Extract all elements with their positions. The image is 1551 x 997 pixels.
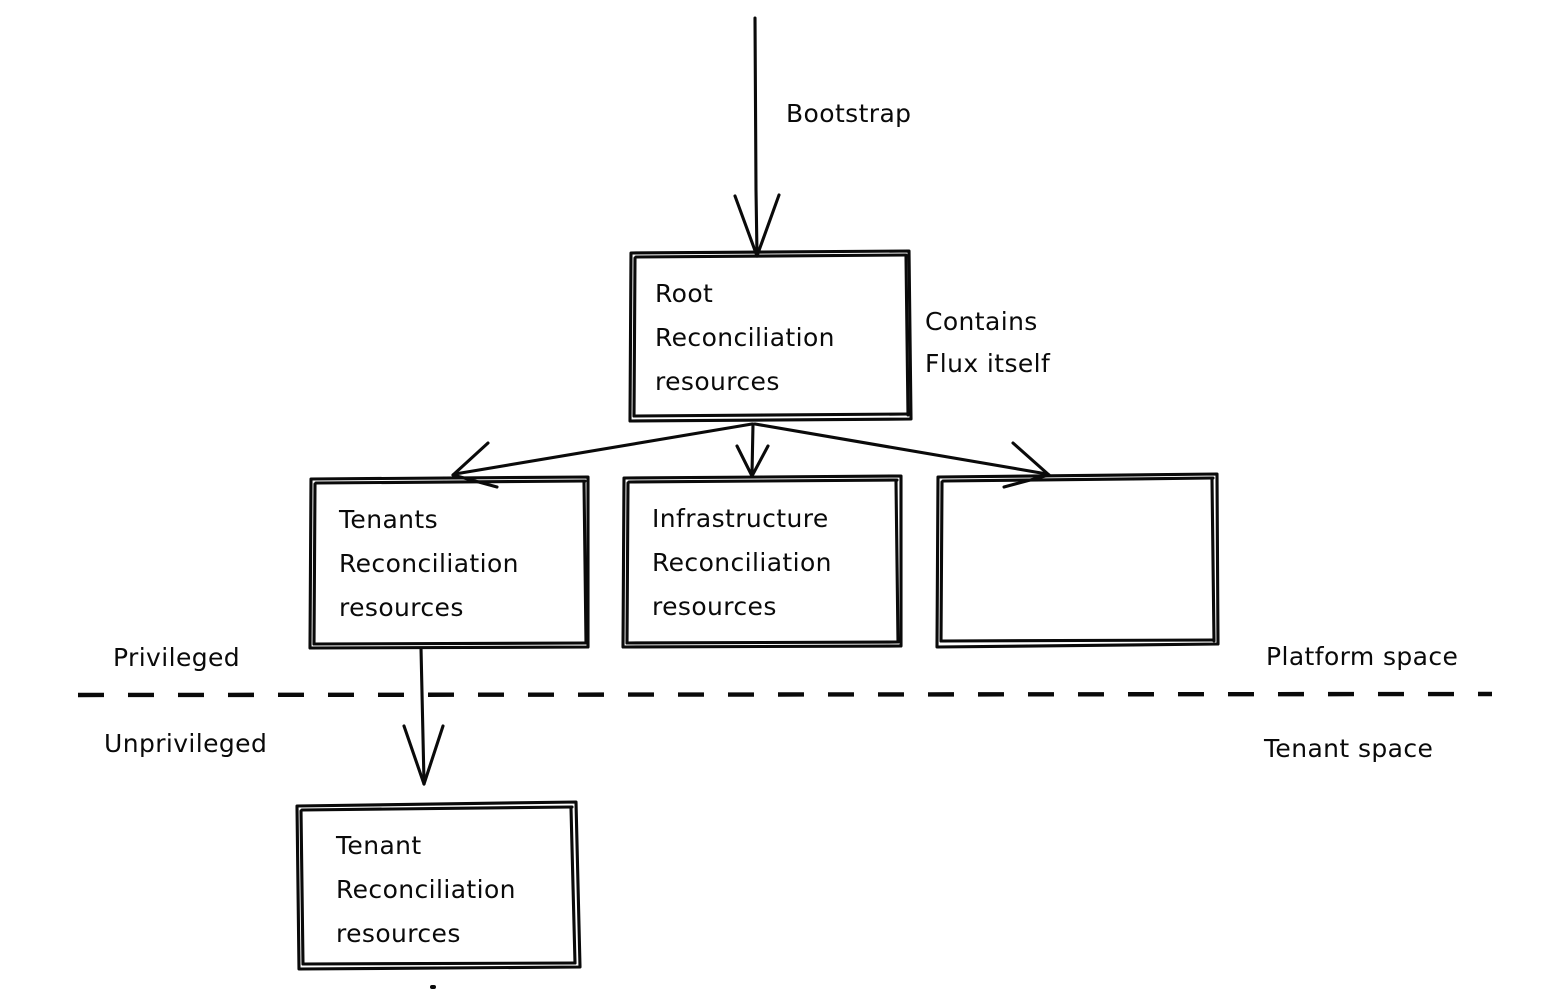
tenant-box-outline [295,800,582,971]
bootstrap-arrow [733,16,781,258]
platform-space-label: Platform space [1266,642,1459,671]
tenant-space-label: Tenant space [1264,734,1434,763]
root-box-outline [628,249,913,423]
contains-flux-annotation: Contains Flux itself [925,307,1051,378]
tenants-to-tenant-arrow [402,646,445,786]
privilege-boundary-dashed-line [77,691,1493,698]
tenants-box-outline [308,475,590,650]
infrastructure-box-outline [621,474,903,649]
unlabeled-box-outline [935,472,1220,649]
unprivileged-label: Unprivileged [104,729,268,758]
root-node[interactable] [630,251,911,421]
unlabeled-node[interactable] [937,474,1218,647]
tenants-node[interactable] [310,477,588,648]
bootstrap-label: Bootstrap [786,99,912,128]
root-to-infrastructure-arrow [735,422,770,478]
privileged-label: Privileged [113,643,241,672]
tenant-node[interactable] [297,802,580,969]
infrastructure-node[interactable] [623,476,901,647]
